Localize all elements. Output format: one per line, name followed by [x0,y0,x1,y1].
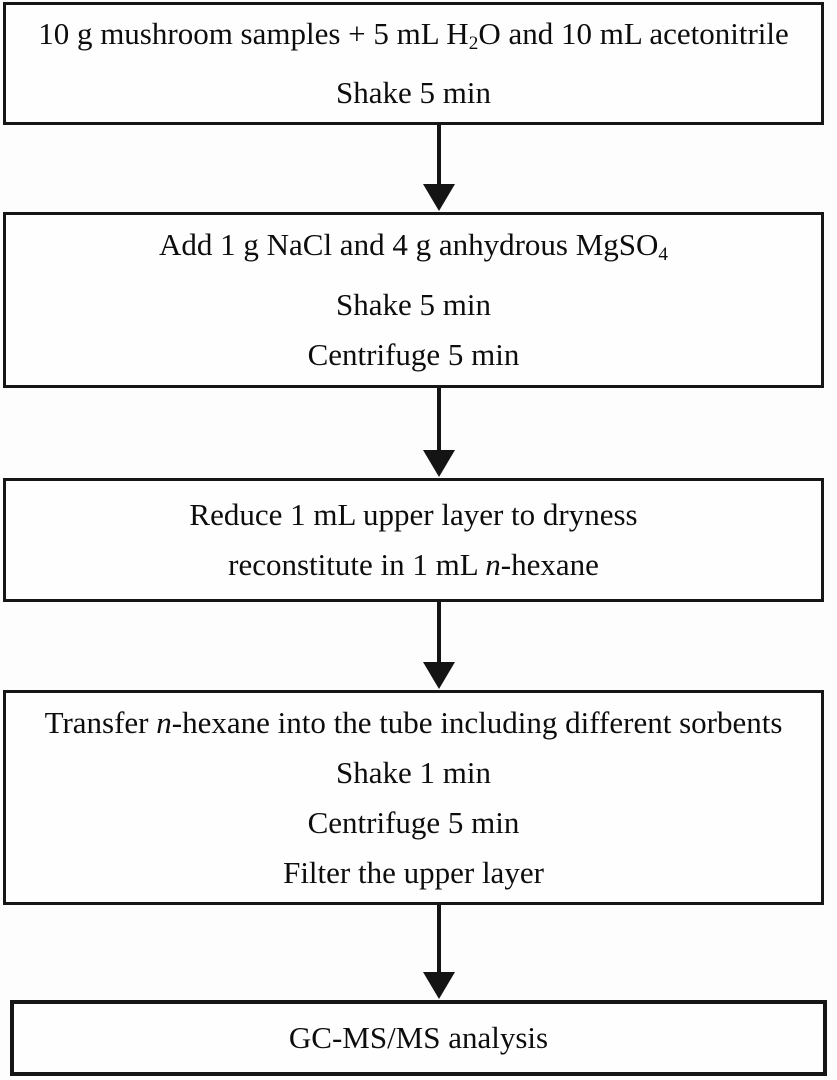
flow-box-text-line: Transfer n-hexane into the tube includin… [45,698,783,748]
text-segment: reconstitute in 1 mL [228,547,486,582]
flow-box-extraction: 10 g mushroom samples + 5 mL H2O and 10 … [3,2,824,125]
arrow-head-down-icon [423,184,455,211]
arrow-head-down-icon [423,662,455,689]
text-segment: Shake 5 min [336,286,491,322]
flow-box-text-line: Centrifuge 5 min [308,330,520,380]
text-segment: Shake 5 min [336,75,491,111]
text-segment: Add 1 g NaCl and 4 g anhydrous MgSO [158,227,659,263]
down-arrow-connector-3 [0,602,837,689]
text-segment: -hexane [500,547,599,582]
arrow-head-down-icon [423,972,455,999]
text-segment: 10 g mushroom samples + 5 mL H [38,15,469,51]
text-segment: Shake 1 min [336,754,491,790]
flow-box-sorbent-cleanup: Transfer n-hexane into the tube includin… [3,690,824,905]
text-segment: Centrifuge 5 min [307,336,520,372]
flow-box-text-line: Shake 5 min [336,280,491,330]
italic-text: n [485,547,501,582]
text-segment: Centrifuge 5 min [307,804,520,840]
arrow-line [437,388,441,455]
flow-box-text-line: Reduce 1 mL upper layer to dryness [189,490,637,540]
flow-box-text-line: Shake 5 min [336,68,491,118]
flow-box-solvent-exchange: Reduce 1 mL upper layer to dryness recons… [3,478,824,602]
arrow-head-down-icon [423,450,455,477]
arrow-line [437,905,441,977]
flow-box-text-line: reconstitute in 1 mL n-hexane [228,540,599,590]
down-arrow-connector-1 [0,125,837,211]
flow-box-text-line: GC-MS/MS analysis [289,1013,548,1063]
down-arrow-connector-2 [0,388,837,477]
italic-text: n [156,704,172,740]
text-segment: GC-MS/MS analysis [288,1020,549,1055]
arrow-line [437,602,441,667]
arrow-line [437,125,441,189]
text-segment: O and 10 mL acetonitrile [478,15,789,51]
flow-box-text-line: Centrifuge 5 min [308,798,520,848]
subscript-text: 2 [468,32,479,54]
flow-box-analysis: GC-MS/MS analysis [10,1000,827,1076]
flow-box-text-line: Filter the upper layer [283,848,544,898]
text-segment: Reduce 1 mL upper layer to dryness [189,497,638,532]
flow-box-text-line: Shake 1 min [336,748,491,798]
subscript-text: 4 [658,243,669,265]
text-segment: -hexane into the tube including differen… [171,704,783,740]
flow-box-text-line: Add 1 g NaCl and 4 g anhydrous MgSO4 [159,220,668,280]
text-segment: Transfer [44,704,157,740]
text-segment: Filter the upper layer [283,854,544,890]
down-arrow-connector-4 [0,905,837,999]
flow-box-text-line: 10 g mushroom samples + 5 mL H2O and 10 … [38,9,789,69]
